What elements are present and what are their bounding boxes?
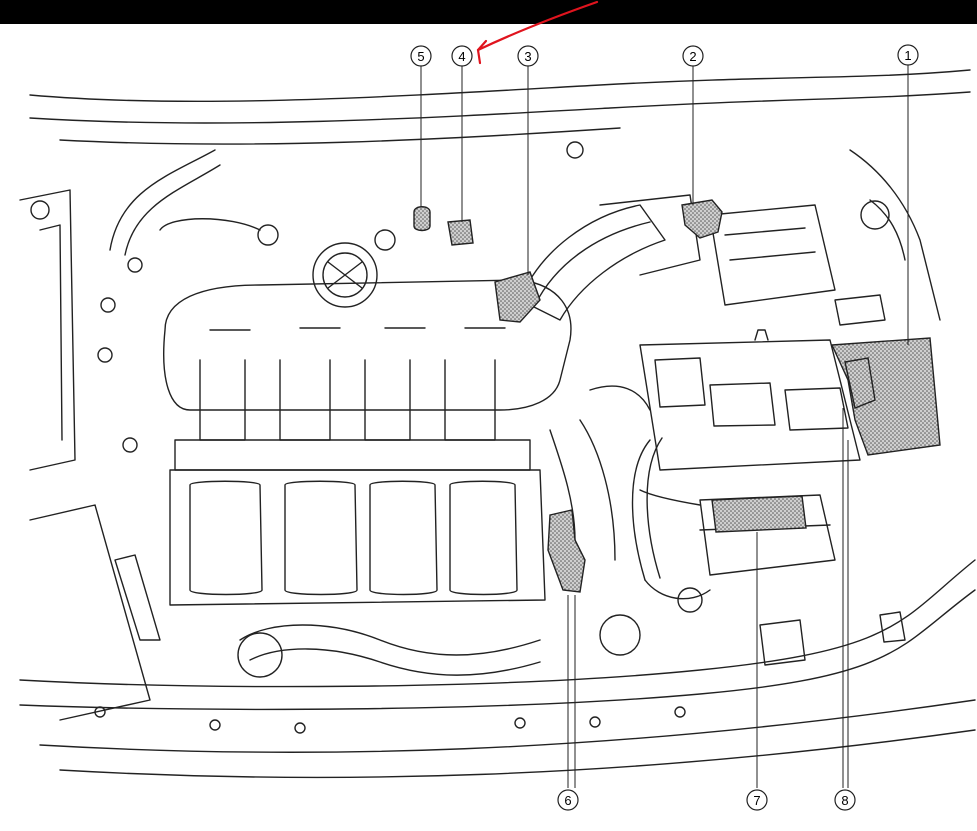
component-1 — [830, 337, 941, 456]
component-3 — [494, 271, 541, 323]
red-annotation-arrow — [476, 0, 599, 65]
callout-6: 6 — [557, 789, 579, 811]
leader-lines — [420, 65, 909, 788]
component-2 — [681, 199, 723, 239]
engine-line-art — [19, 69, 976, 779]
callout-4-label: 4 — [458, 49, 465, 64]
callout-2-label: 2 — [689, 49, 696, 64]
callout-7-label: 7 — [753, 793, 760, 808]
callout-4: 4 — [451, 45, 473, 67]
callout-8-label: 8 — [841, 793, 848, 808]
callout-7: 7 — [746, 789, 768, 811]
callout-3-label: 3 — [524, 49, 531, 64]
callout-2: 2 — [682, 45, 704, 67]
callout-5: 5 — [410, 45, 432, 67]
callout-8: 8 — [834, 789, 856, 811]
component-4 — [447, 219, 474, 246]
component-6 — [547, 509, 586, 593]
callout-3: 3 — [517, 45, 539, 67]
callout-5-label: 5 — [417, 49, 424, 64]
component-7 — [711, 495, 807, 533]
callout-1: 1 — [897, 44, 919, 66]
highlighted-components — [413, 199, 941, 593]
top-black-bar — [0, 0, 977, 24]
callout-6-label: 6 — [564, 793, 571, 808]
callout-1-label: 1 — [904, 48, 911, 63]
component-5 — [413, 206, 431, 232]
component-8 — [844, 357, 876, 409]
